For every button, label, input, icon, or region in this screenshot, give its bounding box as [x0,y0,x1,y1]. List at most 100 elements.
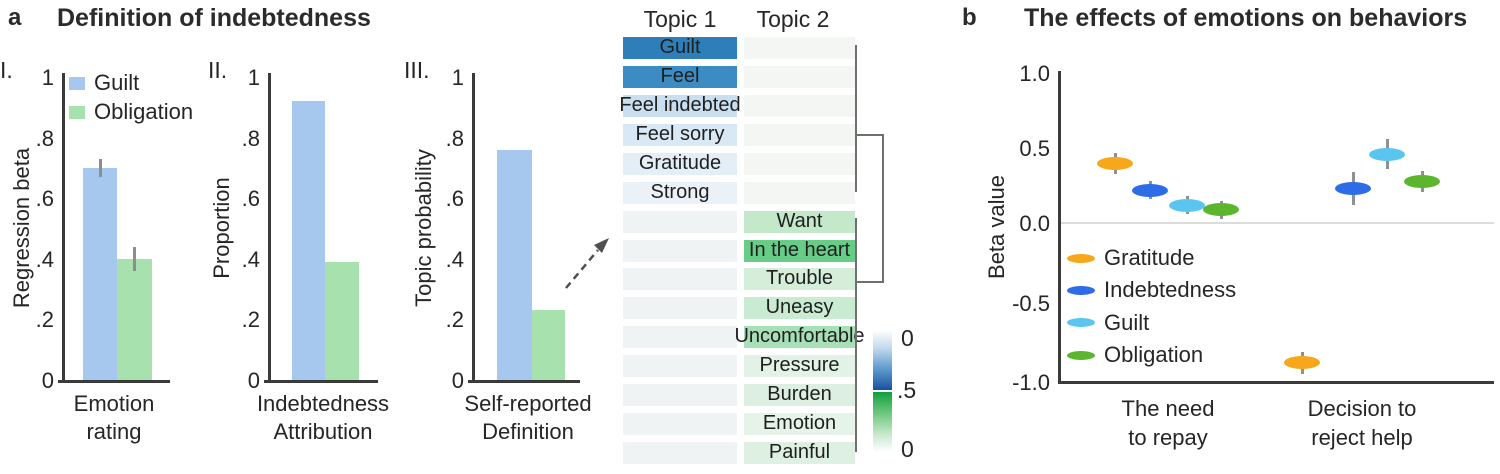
heatmap-cell-topic2 [744,37,855,59]
heatmap-cell-topic1 [623,182,737,204]
heatmap-cell-topic2 [744,413,855,435]
heatmap-cell-topic2 [744,240,855,262]
data-point-gratitude [1284,356,1320,370]
legend-swatch [69,105,85,119]
heatmap-word-label: Gratitude [638,152,722,174]
heatmap-cell-topic2 [744,182,855,204]
heatmap-word-label: Burden [767,383,832,405]
data-point-indebtedness [1335,182,1371,195]
x-axis-label-line: Indebtedness [256,391,390,416]
y-tick-label: 0 [451,368,464,393]
y-tick-label: .2 [35,307,54,333]
heatmap-word-label: Uneasy [765,296,834,318]
heatmap-cell-topic1 [623,153,737,175]
y-tick-label: 1 [451,65,464,90]
data-point-guilt [1169,198,1205,212]
heatmap-word-label: Trouble [765,267,834,289]
data-point-obligation [1203,203,1239,216]
chart-numeral: III. [404,57,430,83]
data-point-obligation [1404,174,1440,188]
heatmap-cell-topic1 [623,355,737,377]
topic1-column-header: Topic 1 [643,6,717,32]
error-bar [98,158,102,177]
data-point-gratitude [1097,156,1133,170]
green-colorbar [873,392,892,452]
bar-guilt [83,167,117,380]
colorbar-label-mid: .5 [897,377,917,403]
heatmap-cell-topic1 [623,124,737,146]
topic2-column-header: Topic 2 [756,6,830,32]
legend-label: Obligation [1104,342,1204,368]
x-axis-line [1058,381,1494,384]
legend-marker [1067,350,1095,360]
legend-marker [1067,285,1095,295]
x-axis-label-line: Emotion [73,391,155,416]
bar-obligation [325,261,359,380]
heatmap-cell-topic2 [744,326,855,348]
y-tick-label: .4 [445,246,464,272]
y-tick-label: 1 [41,65,54,90]
y-tick-label: 0.5 [1019,136,1050,161]
x-axis-line [58,380,170,383]
panel-b-letter: b [962,4,977,31]
bar-obligation [532,310,565,380]
y-axis-line [268,73,271,383]
heatmap-cell-topic2 [744,384,855,406]
legend-label: Gratitude [1104,245,1195,270]
legend-label: Guilt [1104,309,1150,335]
heatmap-cell-topic2 [744,355,855,377]
panel-b-title: The effects of emotions on behaviors [1024,4,1468,32]
dashed-arrow-line [565,249,599,289]
y-tick-label: .8 [445,125,464,151]
heatmap-cell-topic2 [744,442,855,464]
colorbar-label-bottom: 0 [901,436,914,462]
heatmap-word-label: Uncomfortable [734,325,865,347]
x-axis-line [468,380,580,383]
y-tick-label: -1.0 [1012,370,1050,395]
legend-item-obligation: Obligation [69,99,193,125]
heatmap-cell-topic1 [623,95,737,117]
heatmap-word-label: Feel indebted [619,94,741,116]
heatmap-word-label: Pressure [759,354,840,376]
panel-a-letter: a [8,4,22,31]
heatmap-cell-topic1 [623,326,737,348]
heatmap-cell-topic1 [623,384,737,406]
zero-reference-line [1061,222,1494,224]
chart-numeral: I. [0,57,13,83]
heatmap-cell-topic2 [744,268,855,290]
heatmap-cell-topic2 [744,95,855,117]
cluster-connector-bracket [857,134,884,283]
y-tick-label: -0.5 [1012,290,1050,316]
y-tick-label: 0 [247,368,260,393]
y-tick-label: .8 [35,125,54,151]
y-tick-label: 1.0 [1019,61,1050,86]
y-axis-line [1058,71,1061,384]
legend-label: Indebtedness [1104,277,1237,303]
x-axis-label-line: Definition [482,419,574,444]
legend-item-guilt: Guilt [1067,310,1149,336]
heatmap-cell-topic2 [744,153,855,175]
legend-marker [1067,318,1095,328]
bar-guilt [497,149,532,380]
y-tick-label: .4 [35,246,54,272]
heatmap-cell-topic1 [623,413,737,435]
x-category-label-line: Decision to [1307,396,1417,421]
legend-label: Guilt [94,70,140,95]
data-point-indebtedness [1132,183,1168,197]
heatmap-cell-topic2 [744,211,855,233]
heatmap-cell-topic1 [623,211,737,233]
dashed-arrow-head-icon [594,238,609,253]
legend-item-guilt: Guilt [69,70,139,96]
panel-a-title: Definition of indebtedness [57,4,371,32]
x-axis-line [264,380,378,383]
y-tick-label: 0 [41,368,54,393]
bar-obligation [117,258,152,380]
heatmap-cell-topic1 [623,297,737,319]
heatmap-cell-topic1 [623,37,737,59]
heatmap-cell-topic1 [623,240,737,262]
heatmap-word-label: Feel [660,65,700,87]
chart-numeral: II. [208,57,228,83]
legend-item-gratitude: Gratitude [1067,245,1195,271]
heatmap-cell-topic2 [744,297,855,319]
